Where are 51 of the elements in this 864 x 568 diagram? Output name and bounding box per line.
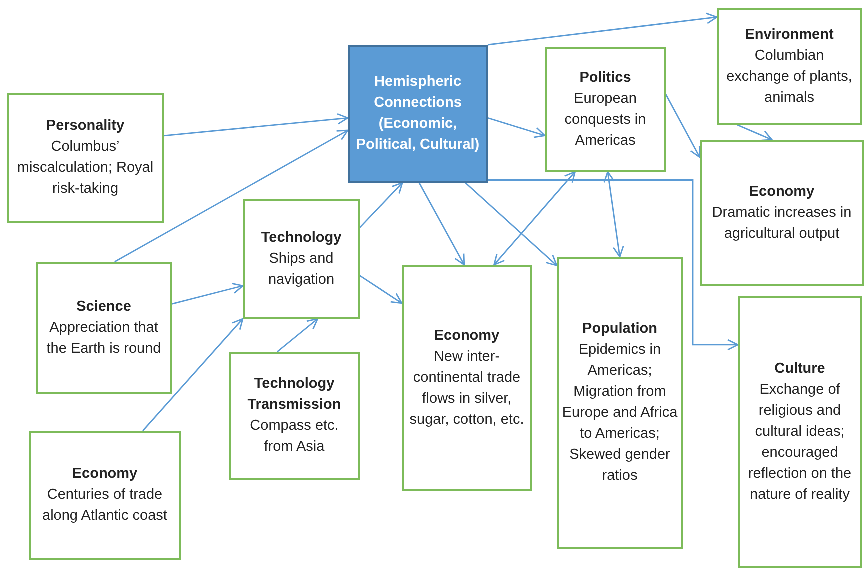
- topic-box: [229, 352, 360, 480]
- arrow: [488, 12, 718, 46]
- box-heading: Politics: [580, 68, 632, 88]
- topic-box: [738, 296, 862, 568]
- box-heading: Science: [76, 298, 132, 316]
- arrow: [114, 130, 349, 263]
- double-arrow: [604, 171, 624, 258]
- arrow: [488, 180, 739, 351]
- box-heading: Environment: [745, 26, 834, 44]
- box-heading: Economy: [434, 326, 500, 346]
- arrow: [418, 182, 466, 266]
- topic-box: [29, 431, 181, 560]
- topic-box: [36, 262, 172, 394]
- box-heading: Technology Transmission: [246, 375, 342, 415]
- arrow: [172, 282, 244, 305]
- box-heading: Technology: [261, 228, 342, 248]
- box-text: Compass etc. from Asia: [249, 417, 340, 457]
- arrow: [465, 182, 558, 266]
- arrow: [360, 275, 403, 304]
- box-text: Hemispheric Connections (Economic, Political, Cultural): [355, 73, 481, 155]
- box-text: Appreciation that the Earth is round: [46, 318, 162, 358]
- topic-box: [7, 93, 164, 223]
- double-arrow: [494, 171, 576, 266]
- box-text: Epidemics in Americas; Migration from Europe and Africa to Americas; Skewed gender ratios: [562, 341, 678, 486]
- topic-box: [243, 199, 360, 319]
- topic-box: [545, 47, 666, 172]
- central-topic-box: [348, 45, 488, 183]
- arrow: [277, 318, 319, 353]
- box-text: Columbus’ miscalculation; Royal risk-taking: [16, 138, 155, 199]
- box-text: Exchange of religious and cultural ideas; encouraged reflection on the nature of reality: [747, 380, 853, 504]
- box-heading: Economy: [72, 465, 138, 484]
- arrow: [142, 318, 244, 432]
- box-text: European conquests in Americas: [564, 90, 648, 150]
- box-text: Columbian exchange of plants, animals: [726, 46, 854, 108]
- box-heading: Population: [582, 320, 658, 339]
- box-text: Dramatic increases in agricultural output: [711, 204, 853, 244]
- box-text: Centuries of trade along Atlantic coast: [42, 486, 168, 526]
- arrow: [360, 182, 404, 228]
- topic-box: [557, 257, 683, 549]
- arrow: [737, 124, 773, 142]
- arrow: [164, 113, 349, 137]
- box-heading: Culture: [774, 360, 826, 378]
- arrow: [488, 117, 546, 138]
- topic-box: [717, 8, 862, 125]
- box-text: Ships and navigation: [267, 250, 336, 290]
- topic-box: [700, 140, 864, 286]
- arrow: [665, 94, 701, 158]
- topic-box: [402, 265, 532, 491]
- box-text: New inter-continental trade flows in silver, sugar, cotton, etc.: [408, 348, 526, 430]
- box-heading: Economy: [749, 182, 815, 202]
- box-heading: Personality: [46, 117, 125, 136]
